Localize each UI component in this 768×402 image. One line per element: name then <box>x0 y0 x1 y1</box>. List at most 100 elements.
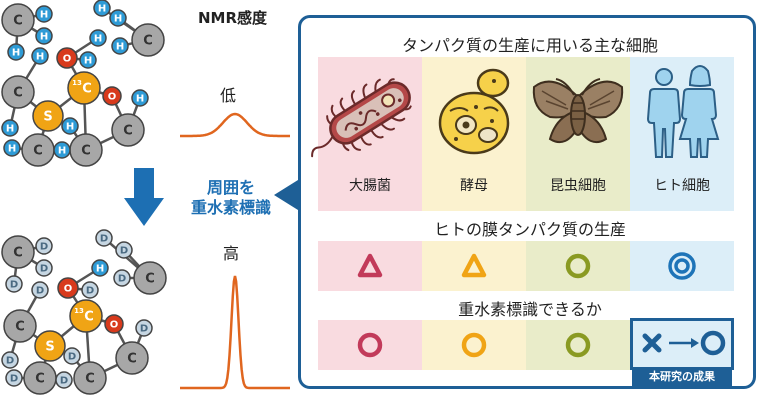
svg-text:D: D <box>40 242 48 253</box>
svg-text:O: O <box>110 320 119 331</box>
svg-text:D: D <box>100 234 108 245</box>
yeast-icon <box>438 68 510 155</box>
high-sensitivity-label: 高 <box>223 244 240 263</box>
nmr-peak-curve <box>180 112 290 138</box>
svg-text:C: C <box>33 144 43 159</box>
svg-text:D: D <box>86 286 94 297</box>
method-line-1: 周囲を <box>206 178 255 197</box>
deuterium-atom: D <box>113 269 131 287</box>
low-sensitivity-label: 低 <box>220 86 237 105</box>
carbon-atom: C <box>69 133 103 167</box>
membrane-yeast-cell <box>422 241 526 291</box>
section-membrane-title: ヒトの膜タンパク質の生産 <box>433 220 626 239</box>
svg-text:H: H <box>116 42 124 53</box>
circle-mark-icon <box>461 332 487 358</box>
carbon-atom: C <box>73 361 107 395</box>
cell-label-insect: 昆虫細胞 <box>550 178 606 194</box>
cell-label-yeast: 酵母 <box>460 178 488 194</box>
cell-insect: 昆虫細胞 <box>526 57 630 211</box>
svg-text:S: S <box>43 110 52 125</box>
method-line-2: 重水素標識 <box>190 198 271 217</box>
hydrogen-atom: H <box>31 47 49 65</box>
svg-text:C: C <box>85 372 95 387</box>
hydrogen-atom: H <box>35 5 53 23</box>
nmr-peak-curve <box>180 275 290 390</box>
svg-text:H: H <box>6 124 14 135</box>
deuterium-atom: D <box>81 281 99 299</box>
svg-text:D: D <box>120 246 128 257</box>
hydrogen-atom: H <box>1 119 19 137</box>
section-cells-title: タンパク質の生産に用いる主な細胞 <box>401 36 658 55</box>
svg-text:H: H <box>66 122 74 133</box>
svg-text:H: H <box>114 14 122 25</box>
svg-text:C: C <box>13 246 23 261</box>
svg-text:C: C <box>81 144 91 159</box>
labeling-human-cell <box>630 318 734 370</box>
svg-text:D: D <box>6 356 14 367</box>
triangle-mark-icon <box>461 253 487 278</box>
svg-text:C: C <box>127 352 137 367</box>
down-arrow-icon <box>124 168 164 226</box>
deuterium-atom: D <box>55 371 73 389</box>
oxygen-atom: O <box>104 314 124 334</box>
labeling-insect-cell <box>526 320 630 370</box>
hydrogen-atom: H <box>111 37 129 55</box>
svg-text:C: C <box>13 86 23 101</box>
svg-text:D: D <box>40 264 48 275</box>
carbon-atom: C <box>1 75 35 109</box>
carbon13-atom: C13 <box>69 299 103 333</box>
carbon-atom: C <box>1 3 35 37</box>
carbon-atom: C <box>1 235 35 269</box>
hydrogen-atom: H <box>109 9 127 27</box>
svg-text:H: H <box>8 144 16 155</box>
cell-label-ecoli: 大腸菌 <box>349 178 391 194</box>
hydrogen-atom: H <box>93 0 111 17</box>
svg-text:H: H <box>94 34 102 45</box>
circle-mark-icon <box>357 332 383 358</box>
svg-text:C: C <box>145 272 155 287</box>
svg-text:C: C <box>123 124 133 139</box>
sulfur-atom: S <box>32 100 64 132</box>
membrane-ecoli-cell <box>318 241 422 291</box>
moth-icon <box>532 78 624 143</box>
carbon-atom: C <box>115 341 149 375</box>
deuterium-atom: D <box>135 319 153 337</box>
left-arrow-icon <box>274 180 298 210</box>
nmr-peak-broad <box>180 112 290 138</box>
svg-text:H: H <box>136 94 144 105</box>
hydrogen-atom: H <box>35 27 53 45</box>
deuterium-atom: D <box>95 229 113 247</box>
svg-text:C: C <box>13 14 23 29</box>
svg-text:D: D <box>10 374 18 385</box>
deuterium-atom: D <box>1 351 19 369</box>
hydrogen-atom: H <box>79 51 97 69</box>
svg-text:C: C <box>143 34 153 49</box>
deuterium-atom: D <box>35 237 53 255</box>
svg-text:S: S <box>45 340 54 355</box>
svg-text:C: C <box>82 82 92 97</box>
nmr-peak-sharp <box>180 275 290 390</box>
svg-text:C: C <box>35 372 45 387</box>
hydrogen-atom: H <box>3 139 21 157</box>
cell-ecoli: 大腸菌 <box>311 57 422 211</box>
svg-text:D: D <box>68 352 76 363</box>
deuterium-atom: D <box>63 347 81 365</box>
svg-text:H: H <box>58 146 66 157</box>
svg-text:H: H <box>40 10 48 21</box>
carbon-atom: C <box>133 261 167 295</box>
human-figures-icon <box>646 65 720 158</box>
carbon-atom: C <box>3 309 37 343</box>
svg-text:13: 13 <box>72 79 82 87</box>
svg-text:O: O <box>63 54 72 65</box>
cell-yeast: 酵母 <box>422 57 526 211</box>
svg-text:H: H <box>36 52 44 63</box>
deuterium-labeling-method: 周囲を 重水素標識 <box>172 178 290 218</box>
hydrogen-atom: H <box>53 141 71 159</box>
svg-text:C: C <box>84 310 94 325</box>
cell-label-human: ヒト細胞 <box>654 178 710 194</box>
sulfur-atom: S <box>34 330 66 362</box>
result-badge: 本研究の成果 <box>632 368 732 386</box>
svg-text:C: C <box>15 320 25 335</box>
deuterium-atom: D <box>35 259 53 277</box>
